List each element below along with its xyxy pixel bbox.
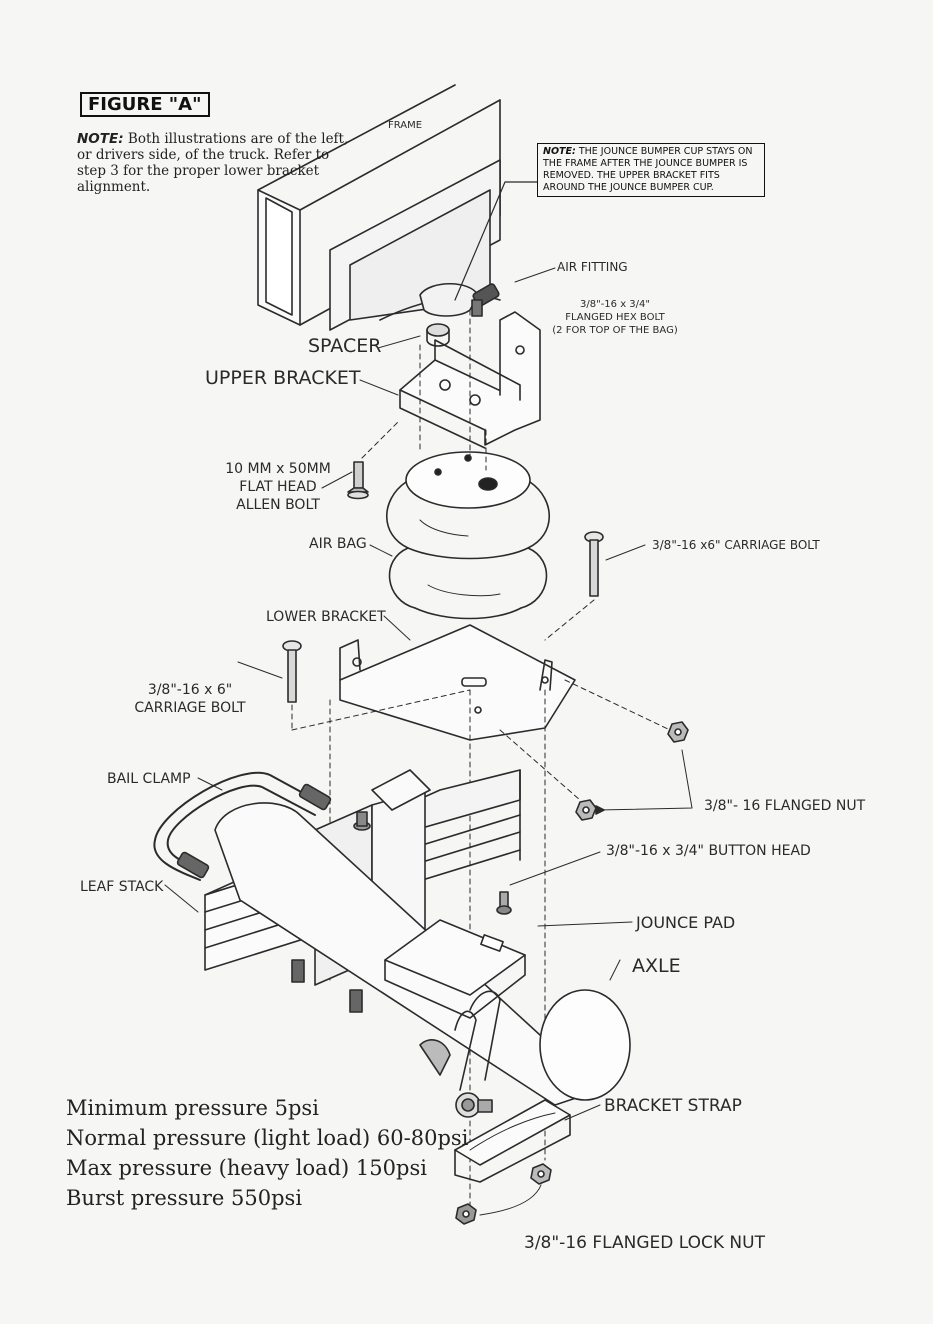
label-jounce-pad: JOUNCE PAD (636, 913, 736, 932)
allen-bolt (321, 461, 369, 500)
note-left-text: Both illustrations are of the left, or d… (77, 131, 349, 195)
note-leader (454, 181, 538, 301)
note-left: NOTE: Both illustrations are of the left… (77, 131, 357, 195)
carriage-bolt-right (584, 531, 646, 597)
label-allen-bolt-line1: 10 MM x 50MM (225, 461, 331, 477)
jounce-bumper-cup (419, 283, 479, 317)
label-spacer: SPACER (308, 335, 382, 357)
bracket-strap (454, 1099, 601, 1183)
label-lock-nut: 3/8"-16 FLANGED LOCK NUT (524, 1233, 765, 1253)
label-button-head: 3/8"-16 x 3/4" BUTTON HEAD (606, 843, 811, 859)
label-bail-clamp: BAIL CLAMP (107, 771, 191, 787)
label-upper-bracket: UPPER BRACKET (205, 367, 361, 389)
label-carriage-bolt-left-line1: 3/8"-16 x 6" (147, 682, 233, 698)
label-flanged-nut: 3/8"- 16 FLANGED NUT (704, 798, 866, 814)
lock-nut (455, 1163, 552, 1225)
pressure-normal: Normal pressure (light load) 60-80psi (66, 1126, 469, 1150)
label-air-fitting: AIR FITTING (557, 260, 628, 274)
label-carriage-bolt-right: 3/8"-16 x6" CARRIAGE BOLT (652, 538, 820, 552)
flanged-nut (575, 721, 693, 821)
label-hex-bolt: 3/8"-16 x 3/4" FLANGED HEX BOLT (2 FOR T… (540, 298, 690, 337)
pressure-max: Max pressure (heavy load) 150psi (66, 1156, 427, 1180)
label-carriage-bolt-left-line2: CARRIAGE BOLT (134, 700, 246, 716)
label-axle: AXLE (632, 955, 681, 977)
note-left-label: NOTE: (77, 131, 124, 147)
label-frame: FRAME (388, 120, 423, 131)
pressure-specs: Minimum pressure 5psi Normal pressure (l… (66, 1093, 468, 1213)
lower-bracket (339, 615, 576, 741)
jounce-pad (384, 919, 633, 1019)
air-bag (369, 451, 551, 620)
label-allen-bolt-line3: ALLEN BOLT (236, 497, 320, 513)
button-head-bolt (496, 851, 601, 915)
label-leaf-stack: LEAF STACK (80, 879, 164, 895)
air-fitting (471, 267, 556, 317)
label-allen-bolt: 10 MM x 50MM FLAT HEAD ALLEN BOLT (216, 460, 340, 514)
carriage-bolt-left (237, 640, 302, 703)
label-hex-bolt-line2: FLANGED HEX BOLT (565, 312, 665, 323)
pressure-minimum: Minimum pressure 5psi (66, 1096, 319, 1120)
bail-clamp (153, 772, 332, 881)
pressure-burst: Burst pressure 550psi (66, 1186, 303, 1210)
label-lower-bracket: LOWER BRACKET (266, 609, 386, 625)
note-box-label: NOTE: (543, 146, 576, 157)
upper-bracket (359, 311, 541, 449)
label-carriage-bolt-left: 3/8"-16 x 6" CARRIAGE BOLT (128, 681, 252, 717)
label-hex-bolt-line3: (2 FOR TOP OF THE BAG) (552, 325, 678, 336)
spacer (377, 323, 450, 349)
lower-mount (419, 1039, 493, 1118)
figure-title: FIGURE "A" (80, 92, 210, 117)
note-box: NOTE: THE JOUNCE BUMPER CUP STAYS ON THE… (537, 143, 765, 197)
note-box-text: THE JOUNCE BUMPER CUP STAYS ON THE FRAME… (543, 146, 753, 193)
u-bolt-lower (291, 959, 501, 1091)
label-air-bag: AIR BAG (309, 536, 367, 552)
label-bracket-strap: BRACKET STRAP (604, 1096, 742, 1116)
label-hex-bolt-line1: 3/8"-16 x 3/4" (580, 299, 650, 310)
label-allen-bolt-line2: FLAT HEAD (239, 479, 317, 495)
